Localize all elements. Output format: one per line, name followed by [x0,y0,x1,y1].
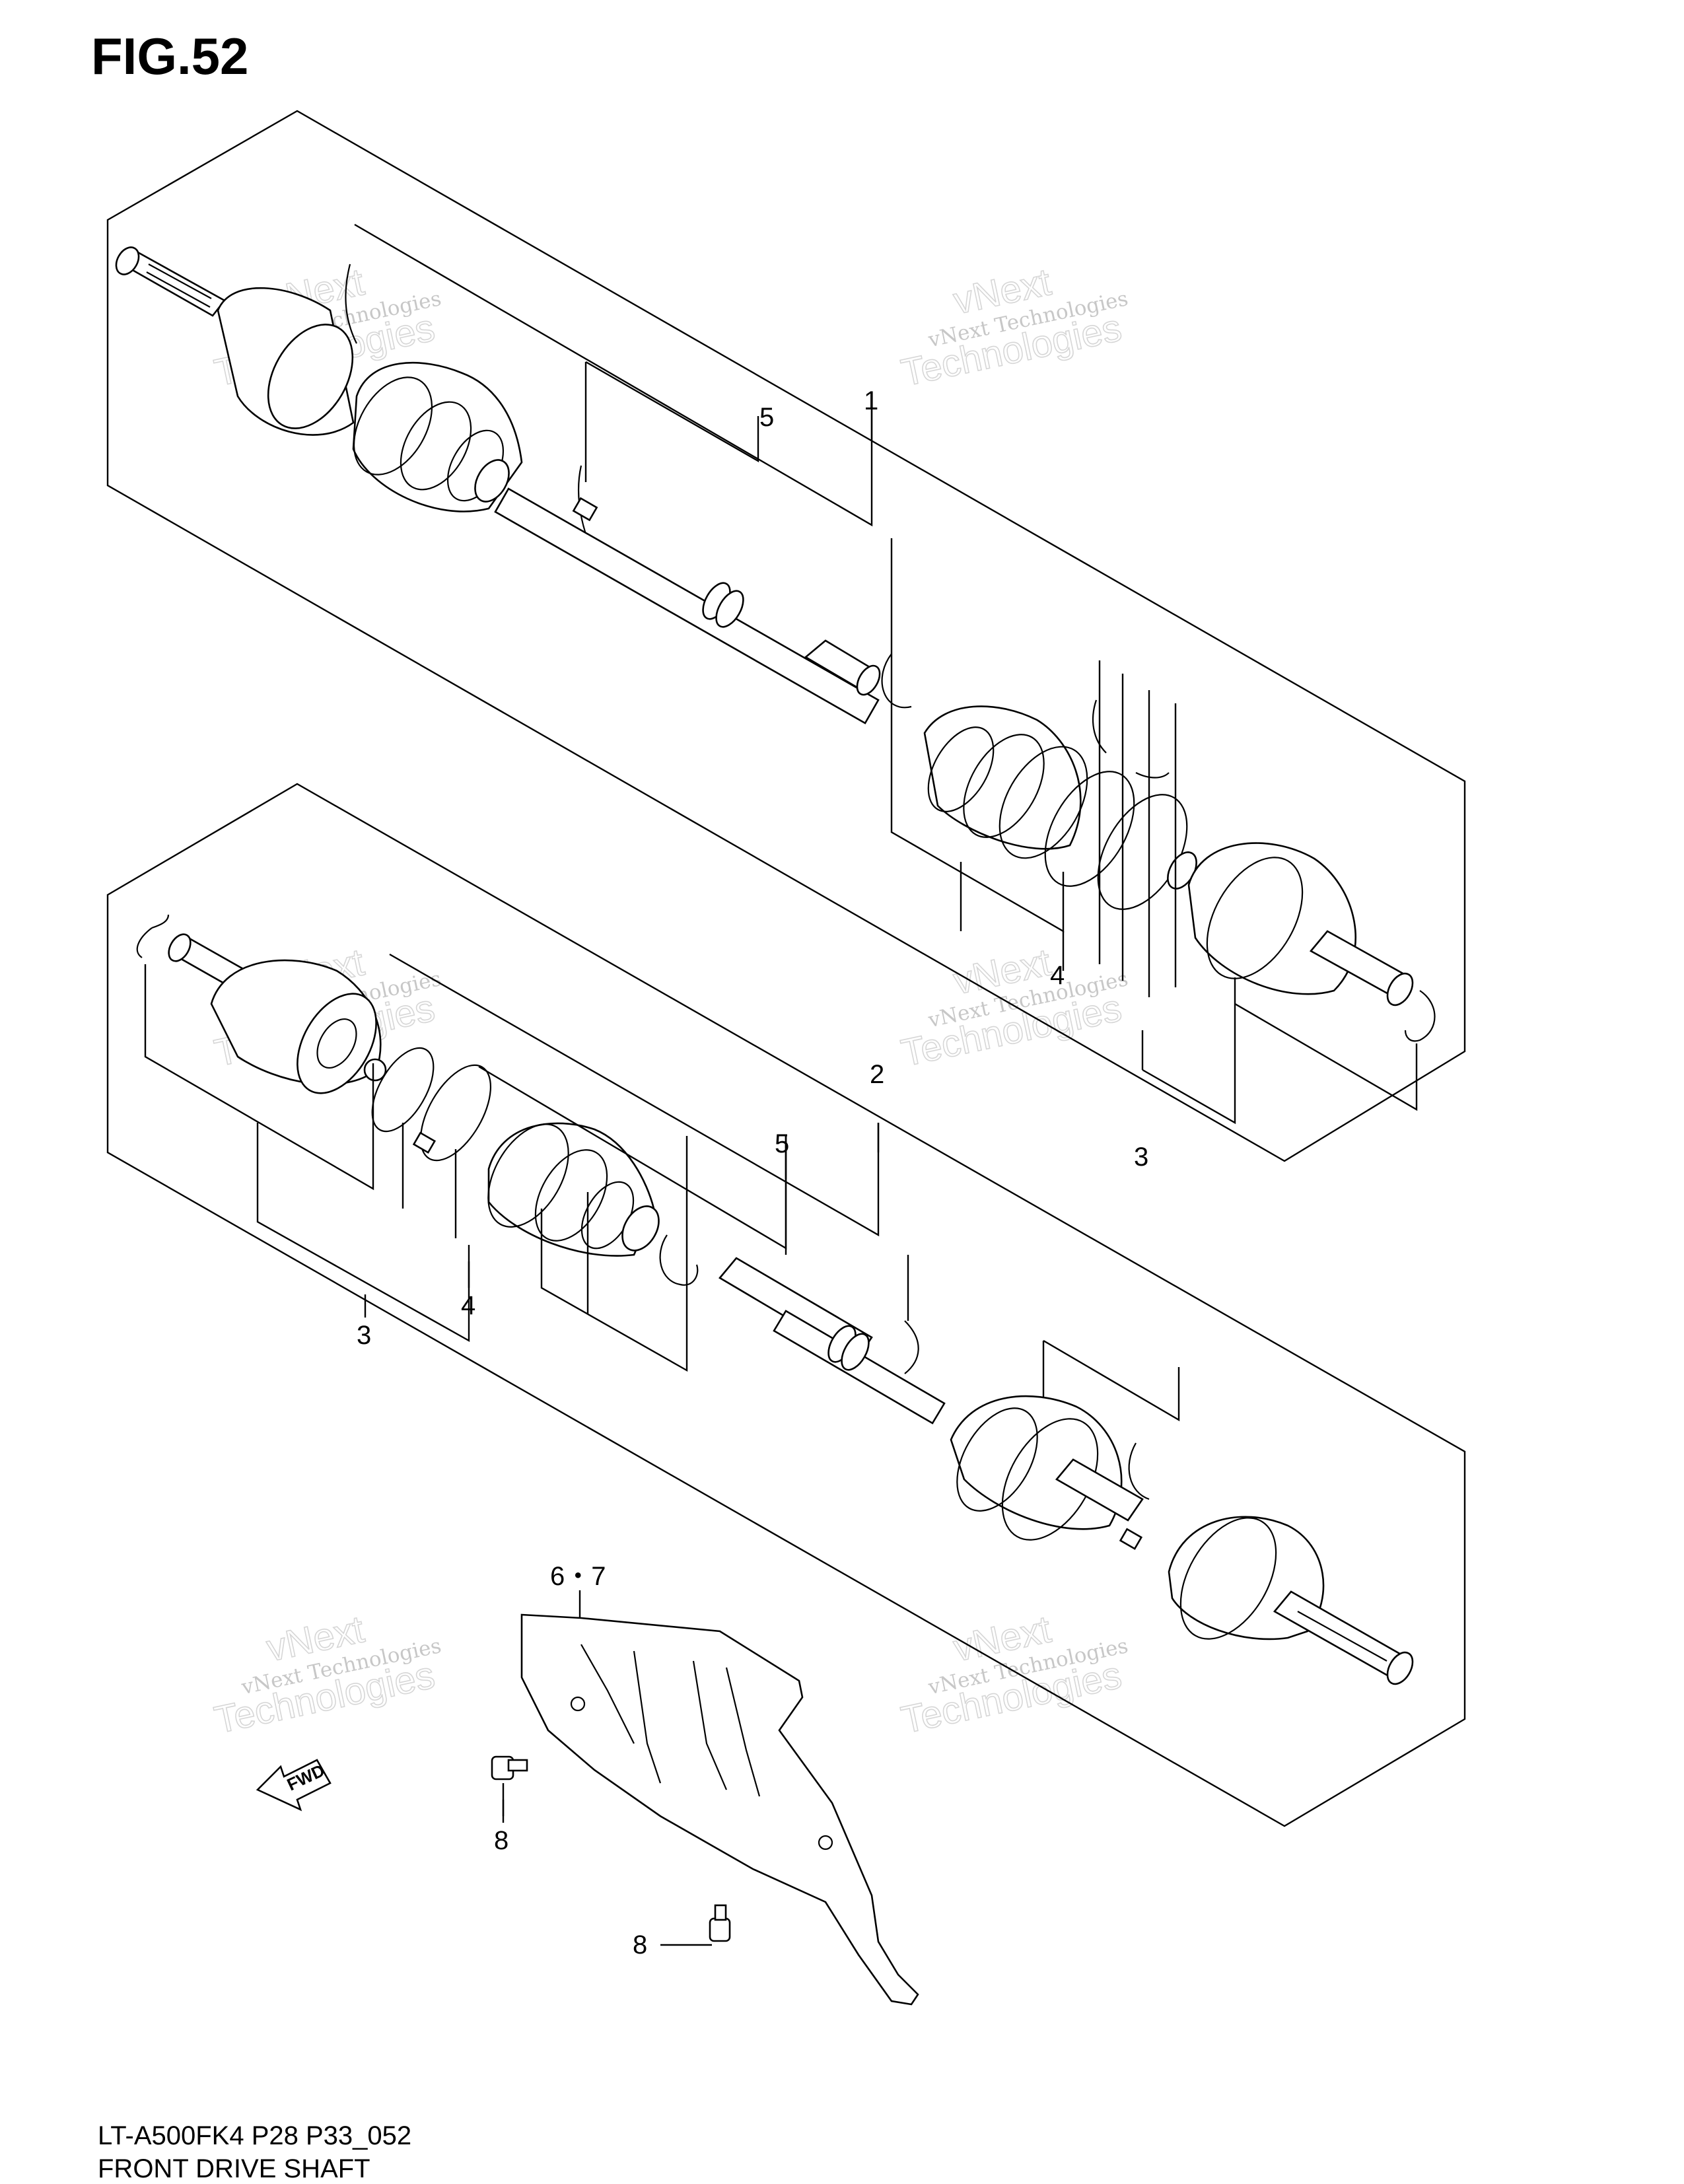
callout-4-lower: 4 [461,1291,475,1320]
callout-5-lower: 5 [775,1129,789,1158]
drive-shaft-guard [520,1613,919,2006]
callout-4-upper: 4 [1050,961,1065,990]
leader-lines [144,223,1418,1816]
figure-code: LT-A500FK4 P28 P33_052 [98,2121,412,2150]
watermark-2: vNext vNext Technologies Technologies [897,260,1130,395]
assembly-frame-upper [106,110,1466,1162]
watermark-5: vNext vNext Technologies Technologies [210,1607,443,1742]
callout-5-upper: 5 [759,403,774,432]
callout-6-7: 6・7 [550,1562,606,1591]
callout-3-upper: 3 [1134,1143,1148,1172]
callout-2: 2 [870,1060,884,1089]
callout-8-b: 8 [633,1930,647,1959]
figure-title: FIG.52 [91,27,249,85]
lower-drive-shaft [136,914,1414,1685]
assembly-frame-lower [106,783,1466,1827]
figure-name: FRONT DRIVE SHAFT [98,2154,370,2183]
upper-drive-shaft [115,246,1436,1042]
callout-1: 1 [864,386,878,415]
callout-3-lower: 3 [357,1321,371,1350]
watermark-6: vNext vNext Technologies Technologies [897,1607,1130,1742]
bolt-icon [660,1904,731,1946]
bolt-icon [491,1755,528,1823]
fwd-arrow-icon: FWD [256,1759,332,1812]
callout-8-a: 8 [494,1826,509,1855]
